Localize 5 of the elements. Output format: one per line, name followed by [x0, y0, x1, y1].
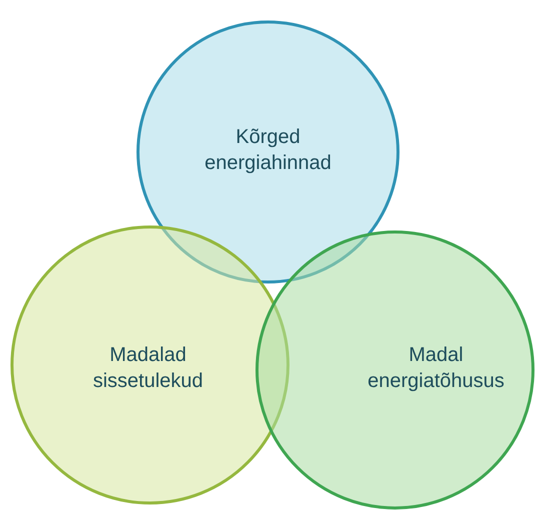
circle-label: Kõrged energiahinnad [204, 125, 332, 176]
venn-circle [255, 230, 535, 510]
circle-label: Madal energiatõhusus [366, 343, 506, 394]
venn-circle [136, 20, 400, 284]
circle-label: Madalad sissetulekud [92, 343, 204, 394]
